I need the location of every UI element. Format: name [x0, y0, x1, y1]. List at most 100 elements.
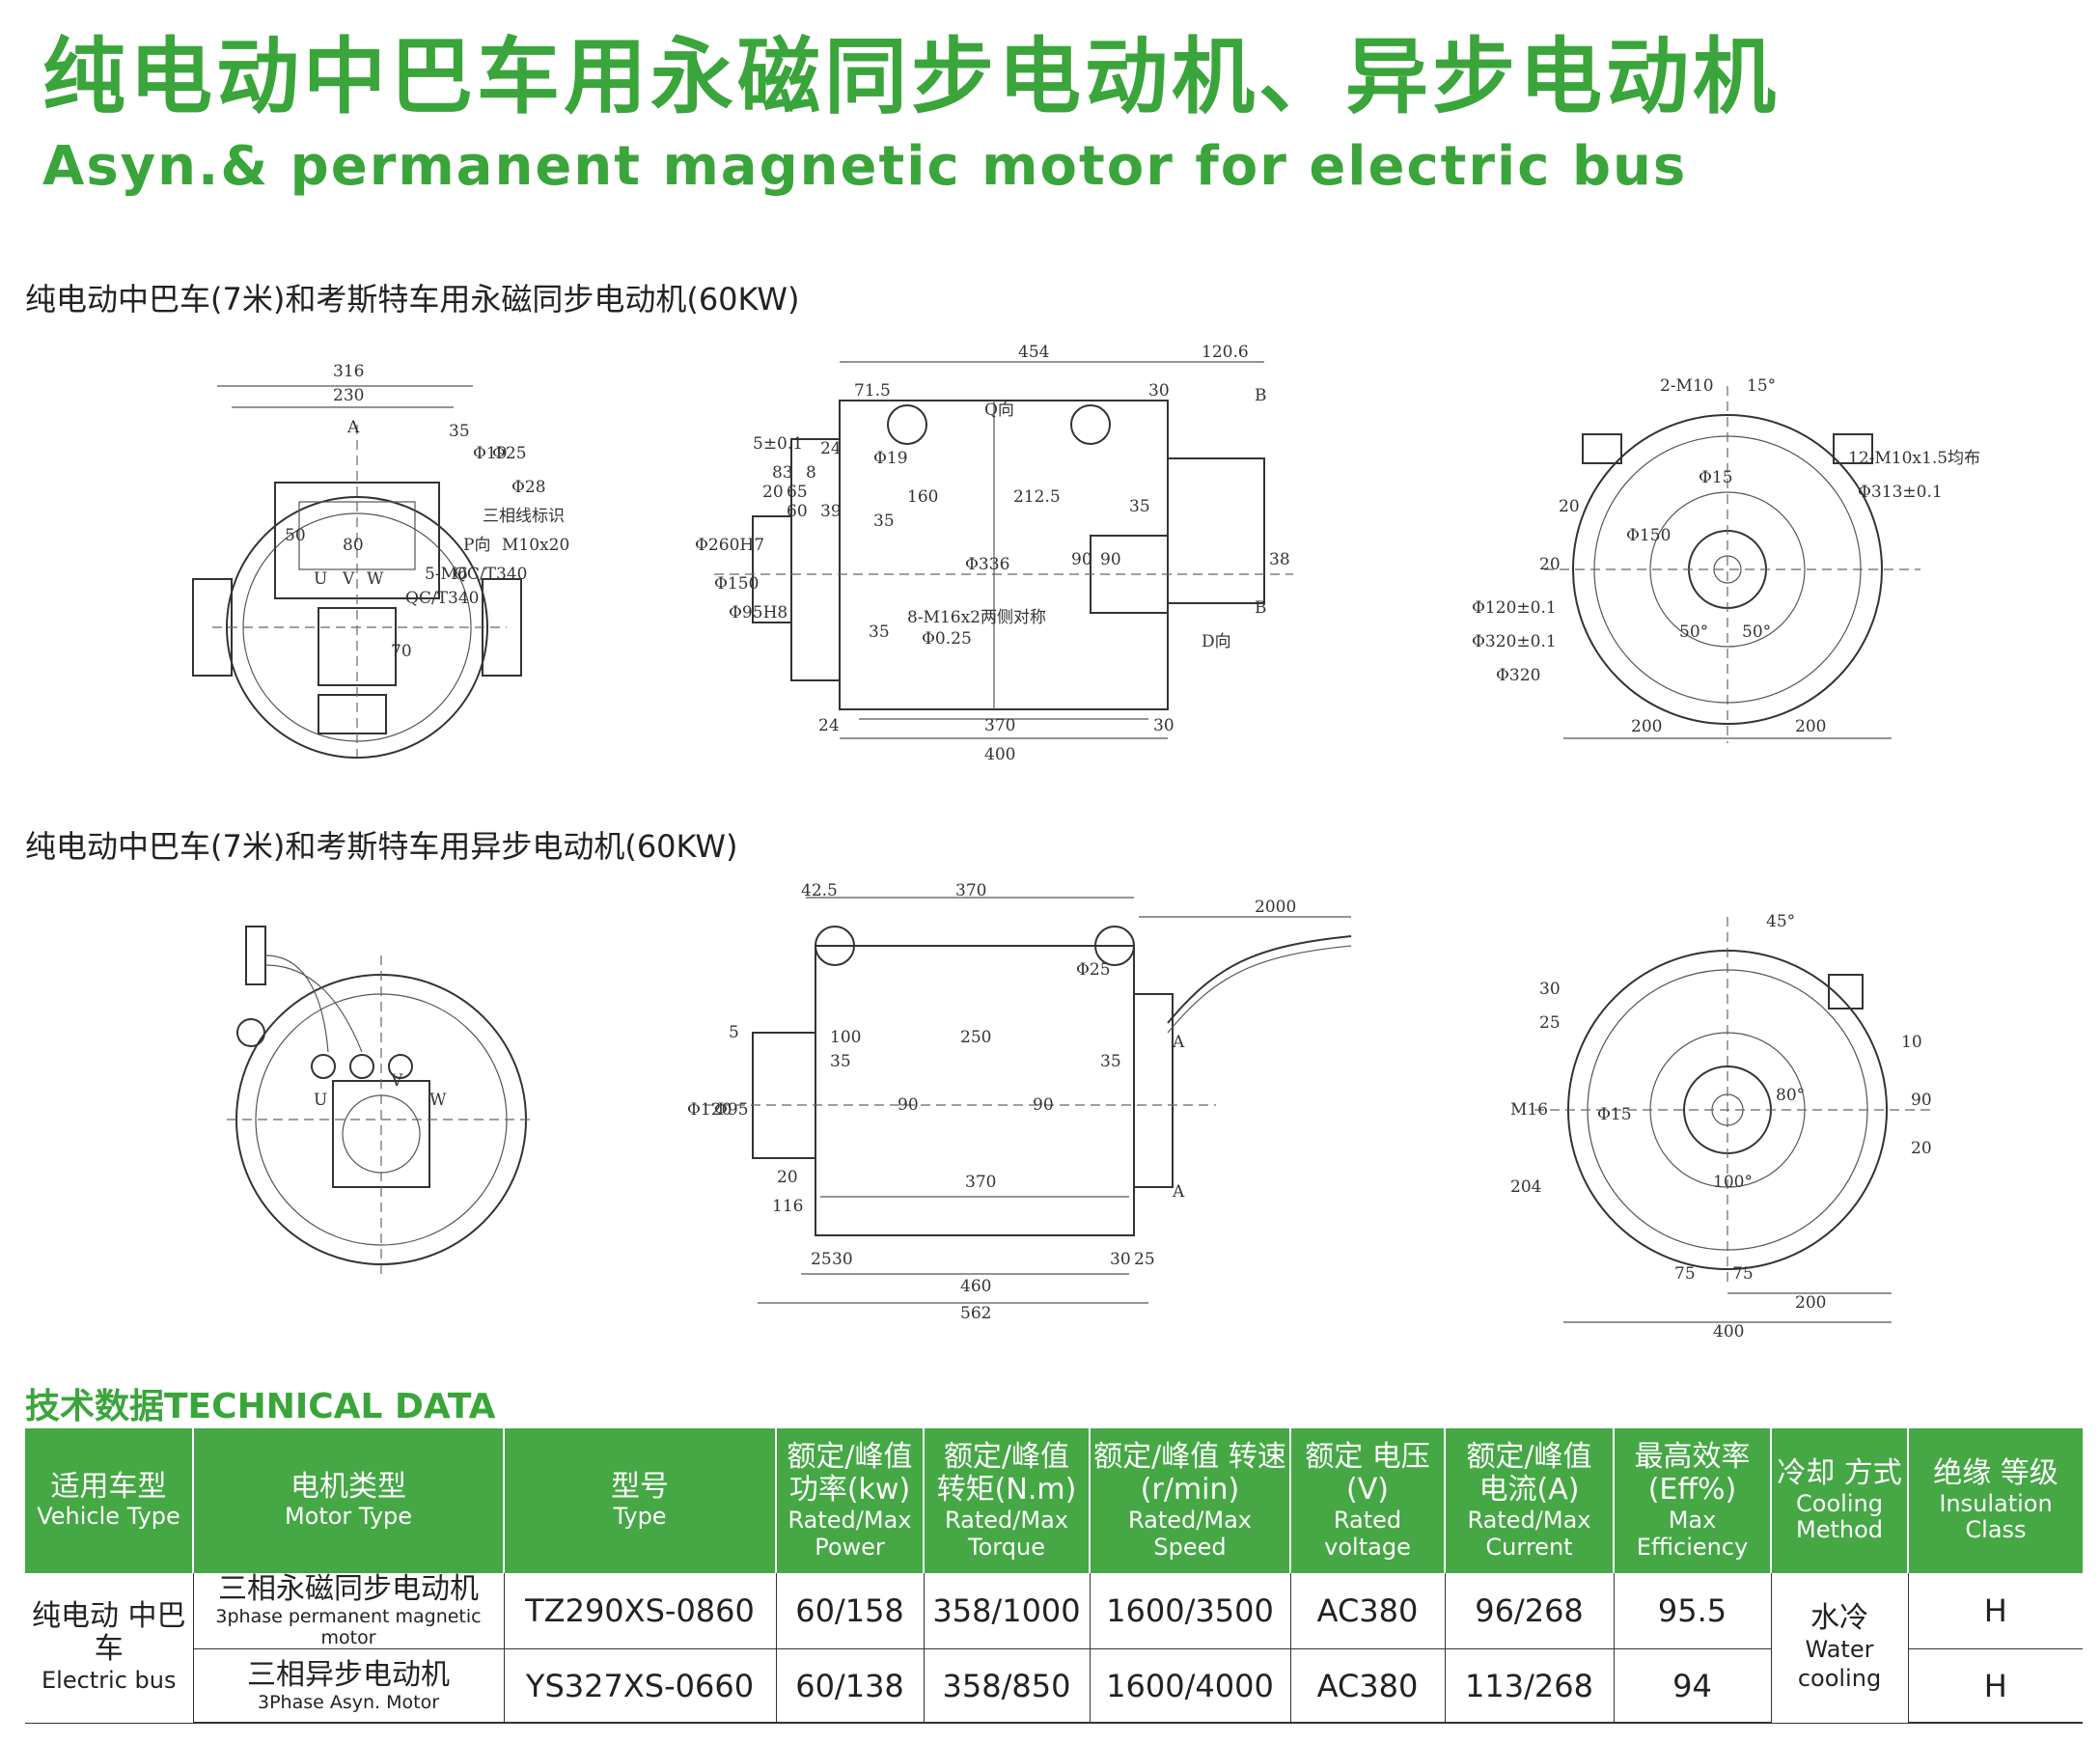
dim-label: 30 — [1153, 716, 1174, 735]
dim-label: 83 — [772, 463, 793, 483]
dim-label: M16 — [1510, 1100, 1548, 1120]
torque-cell: 358/1000 — [924, 1573, 1091, 1649]
dim-label: 400 — [1713, 1322, 1744, 1342]
power-cell: 60/138 — [776, 1648, 925, 1724]
dim-label: U — [314, 569, 327, 589]
dim-label: 120.6 — [1202, 343, 1249, 362]
dim-label: 24 — [820, 439, 842, 458]
dim-label: 204 — [1510, 1177, 1541, 1197]
dim-label: D向 — [1202, 632, 1231, 651]
dim-label: V — [390, 1071, 403, 1091]
dim-label: 454 — [1018, 343, 1049, 362]
torque-cell: 358/850 — [924, 1648, 1091, 1724]
dim-label: 370 — [965, 1173, 996, 1192]
dim-label: Φ150 — [714, 574, 759, 594]
dim-label: 90 — [1071, 550, 1092, 569]
pm-motor-end-view: 2-M10 15° 12-M10x1.5均布 Φ15 Φ313±0.1 20 2… — [1467, 367, 1988, 753]
power-cell: 60/158 — [776, 1573, 925, 1649]
dim-label: 8 — [806, 463, 816, 483]
dim-label: Φ15 — [1699, 468, 1733, 487]
asyn-motor-end-view: 45° 30 25 10 M16 Φ15 80° 90 20 204 100° … — [1486, 898, 1988, 1342]
type-cell: YS327XS-0660 — [504, 1648, 777, 1724]
dim-label: 90 — [1911, 1091, 1932, 1110]
dim-label: 160 — [907, 487, 938, 507]
dim-label: 30 — [1539, 980, 1561, 999]
dim-label: Φ120 — [687, 1100, 732, 1120]
col-header-power: 额定/峰值 功率(kw)Rated/Max Power — [776, 1428, 925, 1573]
asyn-motor-side-view: 42.5 370 2000 Φ25 5 100 250 35 35 Φ120 Φ… — [676, 878, 1370, 1323]
dim-label: 50 — [285, 526, 306, 545]
dim-label: 35 — [1129, 497, 1150, 516]
dim-label: 50° — [1679, 622, 1708, 642]
dim-label: 100 — [830, 1028, 861, 1047]
section-label-pm-motor: 纯电动中巴车(7米)和考斯特车用永磁同步电动机(60KW) — [25, 281, 800, 318]
dim-label: 38 — [1269, 550, 1290, 569]
dim-label: Φ336 — [965, 555, 1009, 574]
dim-label: 20 — [777, 1168, 798, 1187]
dim-label: 45° — [1766, 912, 1795, 931]
dim-label: 5 — [729, 1023, 739, 1042]
dim-label: 35 — [830, 1052, 851, 1071]
dim-label: 42.5 — [801, 881, 838, 900]
dim-label: 71.5 — [854, 381, 891, 401]
tech-data-heading: 技术数据TECHNICAL DATA — [25, 1387, 496, 1426]
dim-label: P向 — [463, 536, 490, 555]
insulation-cell: H — [1908, 1573, 2083, 1649]
dim-label: 三相线标识 — [483, 507, 565, 526]
col-header-torque: 额定/峰值 转矩(N.m)Rated/Max Torque — [924, 1428, 1091, 1573]
pm-motor-front-view: 316 230 35 Φ19 Φ25 Φ28 80 50 70 A P向 M10… — [174, 347, 569, 762]
dim-label: Φ95H8 — [729, 603, 788, 622]
voltage-cell: AC380 — [1290, 1573, 1446, 1649]
dim-label: W — [429, 1091, 447, 1110]
dim-label: 80° — [1776, 1086, 1805, 1105]
dim-label: Φ19 — [473, 444, 508, 463]
dim-label: 212.5 — [1013, 487, 1061, 507]
pm-motor-side-view: 454 120.6 71.5 Φ19 Q向 30 5±0.1 24 83 8 6… — [676, 343, 1312, 767]
dim-label: 400 — [984, 745, 1015, 764]
dim-label: 100° — [1713, 1173, 1753, 1192]
asyn-motor-front-view: U V W — [207, 917, 555, 1284]
dim-label: 75 — [1674, 1264, 1696, 1284]
dim-label: 35 — [869, 622, 890, 642]
efficiency-cell: 94 — [1614, 1648, 1772, 1724]
speed-cell: 1600/4000 — [1090, 1648, 1291, 1724]
dim-label: 50° — [1742, 622, 1771, 642]
dim-label: 35 — [1100, 1052, 1121, 1071]
dim-label: Φ150 — [1626, 526, 1671, 545]
dim-label: Φ95 — [714, 1100, 749, 1120]
dim-label: 316 — [333, 362, 364, 381]
dim-label: Φ28 — [511, 478, 546, 497]
dim-label: 230 — [333, 386, 364, 405]
dim-label: QC/T340 — [405, 589, 479, 608]
dim-label: 20 — [1539, 555, 1561, 574]
insulation-cell: H — [1908, 1648, 2083, 1724]
dim-label: 24 — [818, 716, 840, 735]
dim-label: A — [1172, 1033, 1185, 1052]
dim-label: 25 — [811, 1250, 832, 1269]
dim-label: 15° — [1747, 376, 1776, 396]
dim-label: 25 — [1134, 1250, 1155, 1269]
dim-label: 200 — [1795, 1293, 1826, 1313]
col-header-speed: 额定/峰值 转速(r/min)Rated/Max Speed — [1090, 1428, 1291, 1573]
dim-label: 10 — [1901, 1033, 1922, 1052]
dim-label: V — [342, 569, 355, 589]
dim-label: 25 — [1539, 1013, 1561, 1033]
page-title-en: Asyn.& permanent magnetic motor for elec… — [42, 135, 1688, 198]
dim-label: 60 — [787, 502, 808, 521]
dim-label: 65 — [787, 483, 808, 502]
dim-label: 370 — [984, 716, 1015, 735]
dim-label: 20 — [1559, 497, 1580, 516]
dim-label: 90 — [1100, 550, 1121, 569]
dim-label: U — [314, 1091, 327, 1110]
voltage-cell: AC380 — [1290, 1648, 1446, 1724]
dim-label: W — [367, 569, 384, 589]
